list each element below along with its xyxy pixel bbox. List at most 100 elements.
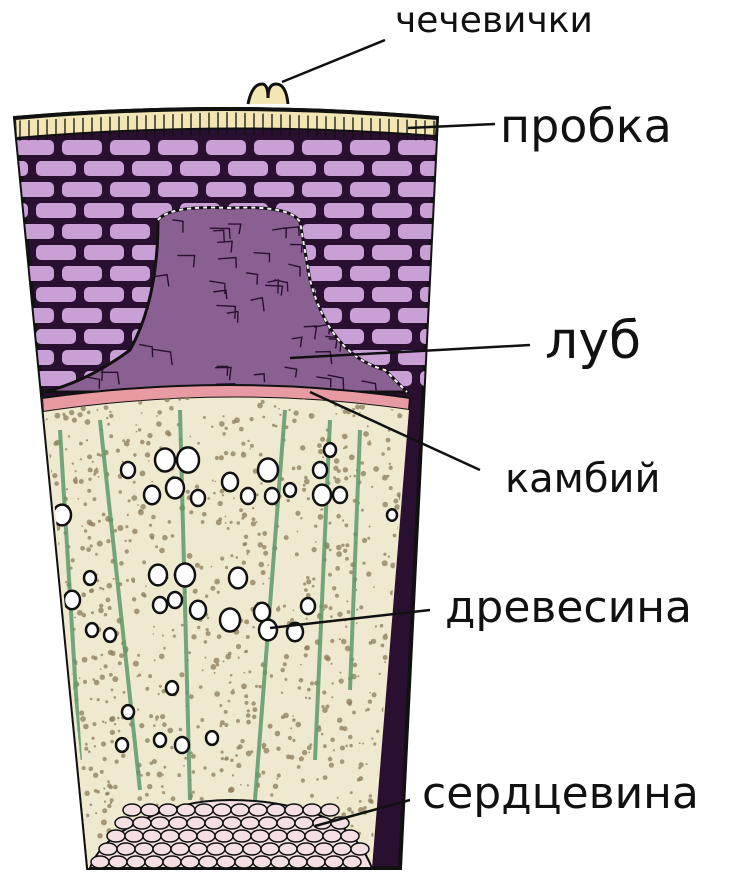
pith-cell [214, 829, 234, 843]
bark-cell [84, 203, 124, 218]
wood-speckle [283, 712, 289, 719]
wood-speckle [344, 476, 349, 481]
wood-speckle [83, 502, 88, 507]
wood-speckle [92, 678, 95, 681]
wood-speckle [63, 415, 69, 421]
wood-speckle [334, 593, 340, 598]
vessel [227, 566, 249, 590]
wood-speckle [145, 585, 147, 587]
pith-cell [240, 816, 260, 830]
wood-speckle [276, 777, 279, 780]
wood-speckle [394, 504, 401, 510]
pith-cell [132, 816, 152, 830]
wood-speckle [77, 610, 83, 616]
wood-speckle [335, 413, 338, 415]
wood-speckle [107, 422, 110, 426]
wood-speckle [162, 534, 168, 541]
wood-speckle [300, 663, 302, 666]
wood-speckle [62, 814, 67, 819]
bast-cell [218, 256, 238, 269]
wood-speckle [352, 662, 358, 668]
cork-cells [19, 112, 435, 141]
wood-speckle [248, 670, 252, 674]
wood-speckle [178, 727, 183, 732]
wood-speckle [47, 774, 51, 778]
wood-speckle [80, 545, 85, 551]
leader-cambium [309, 390, 481, 472]
pith-cell [234, 855, 254, 868]
wood-speckle [117, 729, 121, 733]
wood-speckle [45, 592, 46, 597]
pith-cell [188, 842, 208, 856]
leader-lenticels [281, 38, 386, 84]
wood-speckle [224, 426, 228, 430]
wood-speckle [336, 469, 341, 473]
wood-speckle [162, 773, 165, 776]
wood-speckle [118, 490, 123, 494]
label-cork: пробка [500, 99, 672, 153]
wood-speckle [359, 605, 364, 610]
wood-speckle [236, 745, 241, 750]
bark-cell [110, 182, 150, 197]
wood-speckle [312, 577, 316, 581]
wood-speckle [139, 509, 142, 512]
wood-speckle [41, 664, 45, 668]
wood-speckle [84, 746, 89, 751]
wood-speckle [133, 453, 137, 457]
wood-speckle [99, 668, 102, 670]
wood-speckle [311, 584, 315, 588]
wood-speckle [45, 756, 47, 758]
wood-speckle [46, 549, 53, 556]
wood-speckle [243, 534, 249, 539]
wood-speckle [235, 556, 239, 559]
wood-speckle [153, 659, 156, 662]
wood-speckle [184, 756, 188, 760]
wood-speckle [171, 628, 175, 632]
wood-speckle [105, 791, 110, 796]
pith-cell [98, 842, 118, 856]
wood-speckle [282, 662, 287, 667]
bark-cell [36, 161, 76, 176]
pith-cell [232, 829, 252, 843]
bast-cell [86, 376, 101, 389]
wood-speckle [149, 714, 154, 719]
wood-speckle [280, 691, 284, 694]
wood-speckle [379, 623, 384, 628]
wood-speckle [86, 547, 91, 552]
wood-speckle [292, 418, 297, 424]
wood-speckle [367, 536, 371, 540]
wood-speckle [51, 783, 58, 789]
wood-speckle [331, 682, 334, 685]
wood-speckle [296, 465, 302, 471]
wood-speckle [95, 552, 98, 556]
wood-speckle [246, 719, 251, 725]
bark-cell [180, 161, 220, 176]
wood-speckle [306, 687, 311, 692]
wood-speckle [258, 452, 263, 457]
wood-speckle [246, 549, 251, 554]
bark-cell [0, 308, 6, 323]
wood-speckle [339, 671, 342, 674]
bark-cell [110, 308, 150, 323]
leader-bast [289, 343, 531, 360]
wood-speckle [152, 633, 155, 635]
wood-speckle [367, 699, 373, 704]
wood-speckle [160, 785, 164, 788]
wood-speckle [243, 671, 246, 674]
wood-speckle [397, 413, 403, 419]
wood-speckle [205, 631, 211, 637]
wood-speckle [296, 530, 299, 533]
wood-speckle [155, 718, 158, 722]
wood-speckle [224, 756, 229, 761]
vessel [322, 441, 338, 459]
bark-cell [398, 140, 437, 155]
wood-speckle [369, 691, 371, 694]
wood-speckle [314, 524, 318, 528]
bark-cell [36, 287, 76, 302]
wood-speckle [151, 514, 156, 520]
wood-speckle [45, 754, 46, 757]
wood-speckle [100, 653, 104, 657]
wood-speckle [328, 606, 333, 611]
wood-speckle [373, 742, 377, 746]
